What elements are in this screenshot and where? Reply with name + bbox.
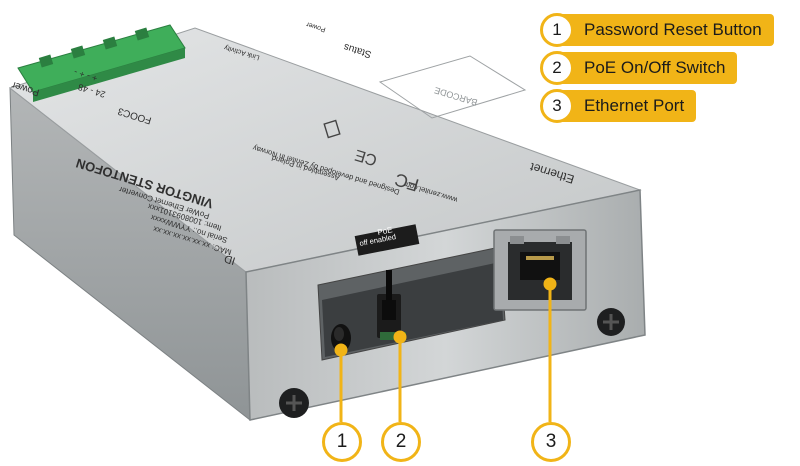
svg-text:BARCODE: BARCODE: [433, 85, 478, 108]
legend-number: 1: [540, 13, 574, 47]
legend-number: 3: [540, 89, 574, 123]
power-indicator-text: Power: [305, 20, 327, 33]
legend-label: PoE On/Off Switch: [558, 52, 738, 84]
poe-label-block: PoE off enabled: [354, 224, 420, 256]
callout-3: 3: [531, 422, 571, 462]
legend-label: Password Reset Button: [558, 14, 774, 46]
legend-number: 2: [540, 51, 574, 85]
legend-item-2: 2 PoE On/Off Switch: [540, 50, 738, 86]
screw-right: [597, 308, 625, 336]
svg-text:CE: CE: [353, 146, 379, 169]
svg-text:PoE: PoE: [377, 225, 394, 237]
legend-item-3: 3 Ethernet Port: [540, 88, 697, 124]
ethernet-port: [493, 229, 587, 311]
callout-2: 2: [381, 422, 421, 462]
poe-switch: [377, 270, 406, 340]
screw-left: [279, 388, 309, 418]
callout-lines: [334, 277, 557, 422]
legend-item-1: 1 Password Reset Button: [540, 12, 774, 48]
power-terminal-block: [17, 24, 186, 102]
password-reset-button: [331, 324, 351, 352]
id-label-text: ID: [223, 252, 237, 267]
legend-label: Ethernet Port: [558, 90, 697, 122]
status-text: Status: [343, 41, 373, 60]
callout-1: 1: [322, 422, 362, 462]
